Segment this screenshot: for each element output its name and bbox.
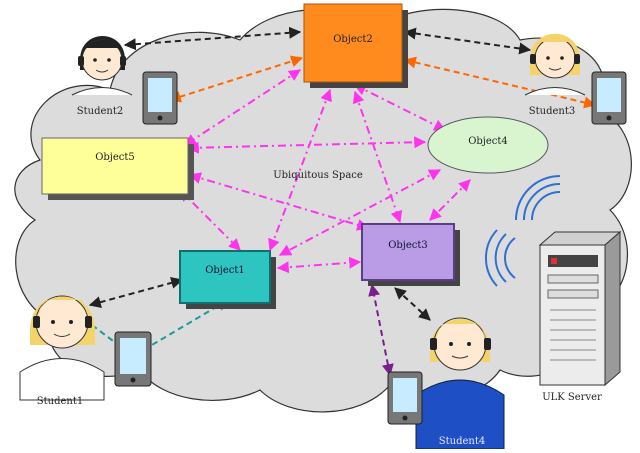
object5-label: Object5 [95, 152, 135, 163]
pda-student1-icon [114, 331, 152, 387]
object3-label: Object3 [388, 240, 428, 251]
object4-label: Object4 [468, 136, 508, 147]
object-links [179, 69, 471, 274]
student1-label: Student1 [37, 396, 83, 407]
student1-figure: Student1 [19, 295, 105, 407]
student4-label: Student4 [439, 436, 485, 447]
link-pda3-object2 [403, 56, 597, 109]
link-pda4-object3 [368, 283, 394, 377]
object4-node: Object4 [427, 116, 549, 174]
student3-label: Student3 [529, 106, 575, 117]
link-student3-object2 [403, 27, 532, 55]
pda-student3-icon [591, 71, 627, 125]
object1-node: Object1 [179, 250, 276, 309]
student2-label: Student2 [77, 106, 123, 117]
ulk-server-icon [538, 230, 622, 387]
object3-node: Object3 [361, 223, 460, 286]
wireless-signal-icon [484, 175, 561, 287]
space-label: Ubiquitous Space [273, 170, 363, 181]
pda-student4-icon [387, 371, 423, 425]
object5-node: Object5 [41, 137, 194, 200]
student2-figure: Student2 [71, 36, 133, 117]
object2-node: Object2 [303, 3, 408, 88]
link-pda1-object1 [133, 299, 230, 356]
object1-label: Object1 [205, 265, 245, 276]
link-object5-object4 [186, 136, 427, 154]
link-student4-object3 [394, 287, 431, 321]
link-object1-object3 [276, 256, 362, 274]
link-student1-object1 [88, 277, 184, 308]
pda-student2-icon [142, 71, 178, 125]
link-pda2-object2 [168, 55, 304, 103]
student4-figure: Student4 [415, 317, 505, 450]
server-label: ULK Server [542, 392, 602, 403]
link-object4-object1 [278, 169, 442, 256]
student3-figure: Student3 [524, 33, 586, 117]
object2-label: Object2 [333, 34, 373, 45]
